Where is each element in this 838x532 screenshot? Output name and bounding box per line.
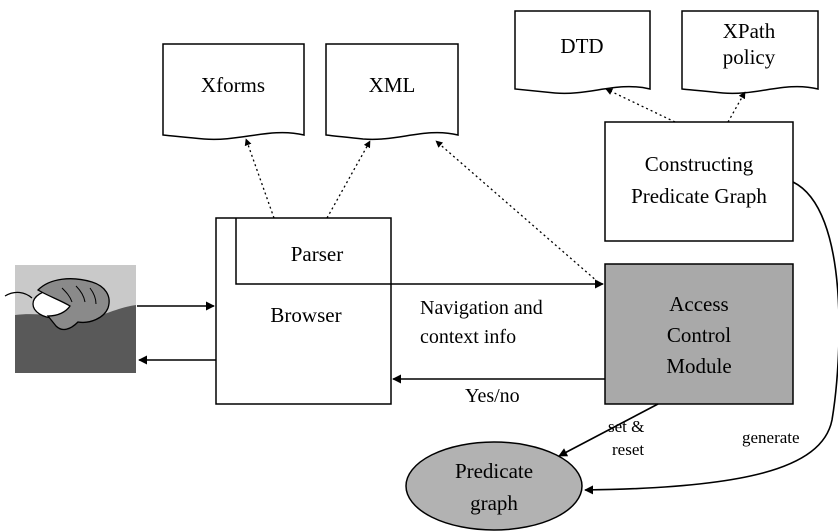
xforms-label: Xforms — [201, 73, 265, 97]
hand-on-mouse-icon — [4, 265, 136, 373]
constructing-predicate-graph-box: Constructing Predicate Graph — [604, 121, 794, 242]
access-control-module-box: Access Control Module — [604, 263, 794, 405]
navigation-label-line1: Navigation and — [420, 297, 543, 319]
predicate-graph-node: Predicate graph — [405, 441, 583, 531]
acm-to-xml-arrow — [435, 140, 599, 283]
set-reset-label-line2: reset — [612, 440, 644, 459]
solid-connectors — [137, 181, 838, 495]
xpath-label-line1: XPath — [723, 19, 776, 43]
browser-box: Parser Browser — [215, 217, 392, 405]
set-reset-arrow — [558, 403, 659, 457]
xpath-policy-document: XPath policy — [681, 10, 819, 95]
acm-label-line2: Control — [667, 323, 731, 347]
dtd-label: DTD — [560, 34, 603, 58]
predicate-graph-label-line2: graph — [470, 491, 518, 515]
navigation-label-line2: context info — [420, 326, 516, 348]
acm-label-line3: Module — [666, 354, 731, 378]
xforms-document: Xforms — [162, 43, 305, 141]
set-reset-label-line1: set & — [608, 417, 644, 436]
constructing-to-xpath-arrow — [727, 91, 746, 123]
generate-arrow — [584, 181, 838, 495]
acm-label-line1: Access — [669, 292, 728, 316]
constructing-to-dtd-arrow — [605, 88, 676, 123]
browser-to-xml-arrow — [326, 140, 371, 219]
predicate-graph-label-line1: Predicate — [455, 459, 533, 483]
browser-to-xforms-arrow — [244, 138, 275, 219]
yes-no-label: Yes/no — [465, 385, 520, 407]
xpath-label-line2: policy — [723, 45, 776, 69]
browser-label: Browser — [270, 303, 341, 327]
xml-document: XML — [325, 43, 459, 141]
dotted-connectors — [244, 88, 746, 283]
xml-label: XML — [369, 73, 416, 97]
generate-label: generate — [742, 428, 800, 447]
constructing-label-line2: Predicate Graph — [631, 184, 767, 208]
parser-label: Parser — [291, 242, 343, 266]
constructing-label-line1: Constructing — [645, 152, 754, 176]
parser-box — [235, 218, 391, 285]
dtd-document: DTD — [514, 10, 651, 95]
